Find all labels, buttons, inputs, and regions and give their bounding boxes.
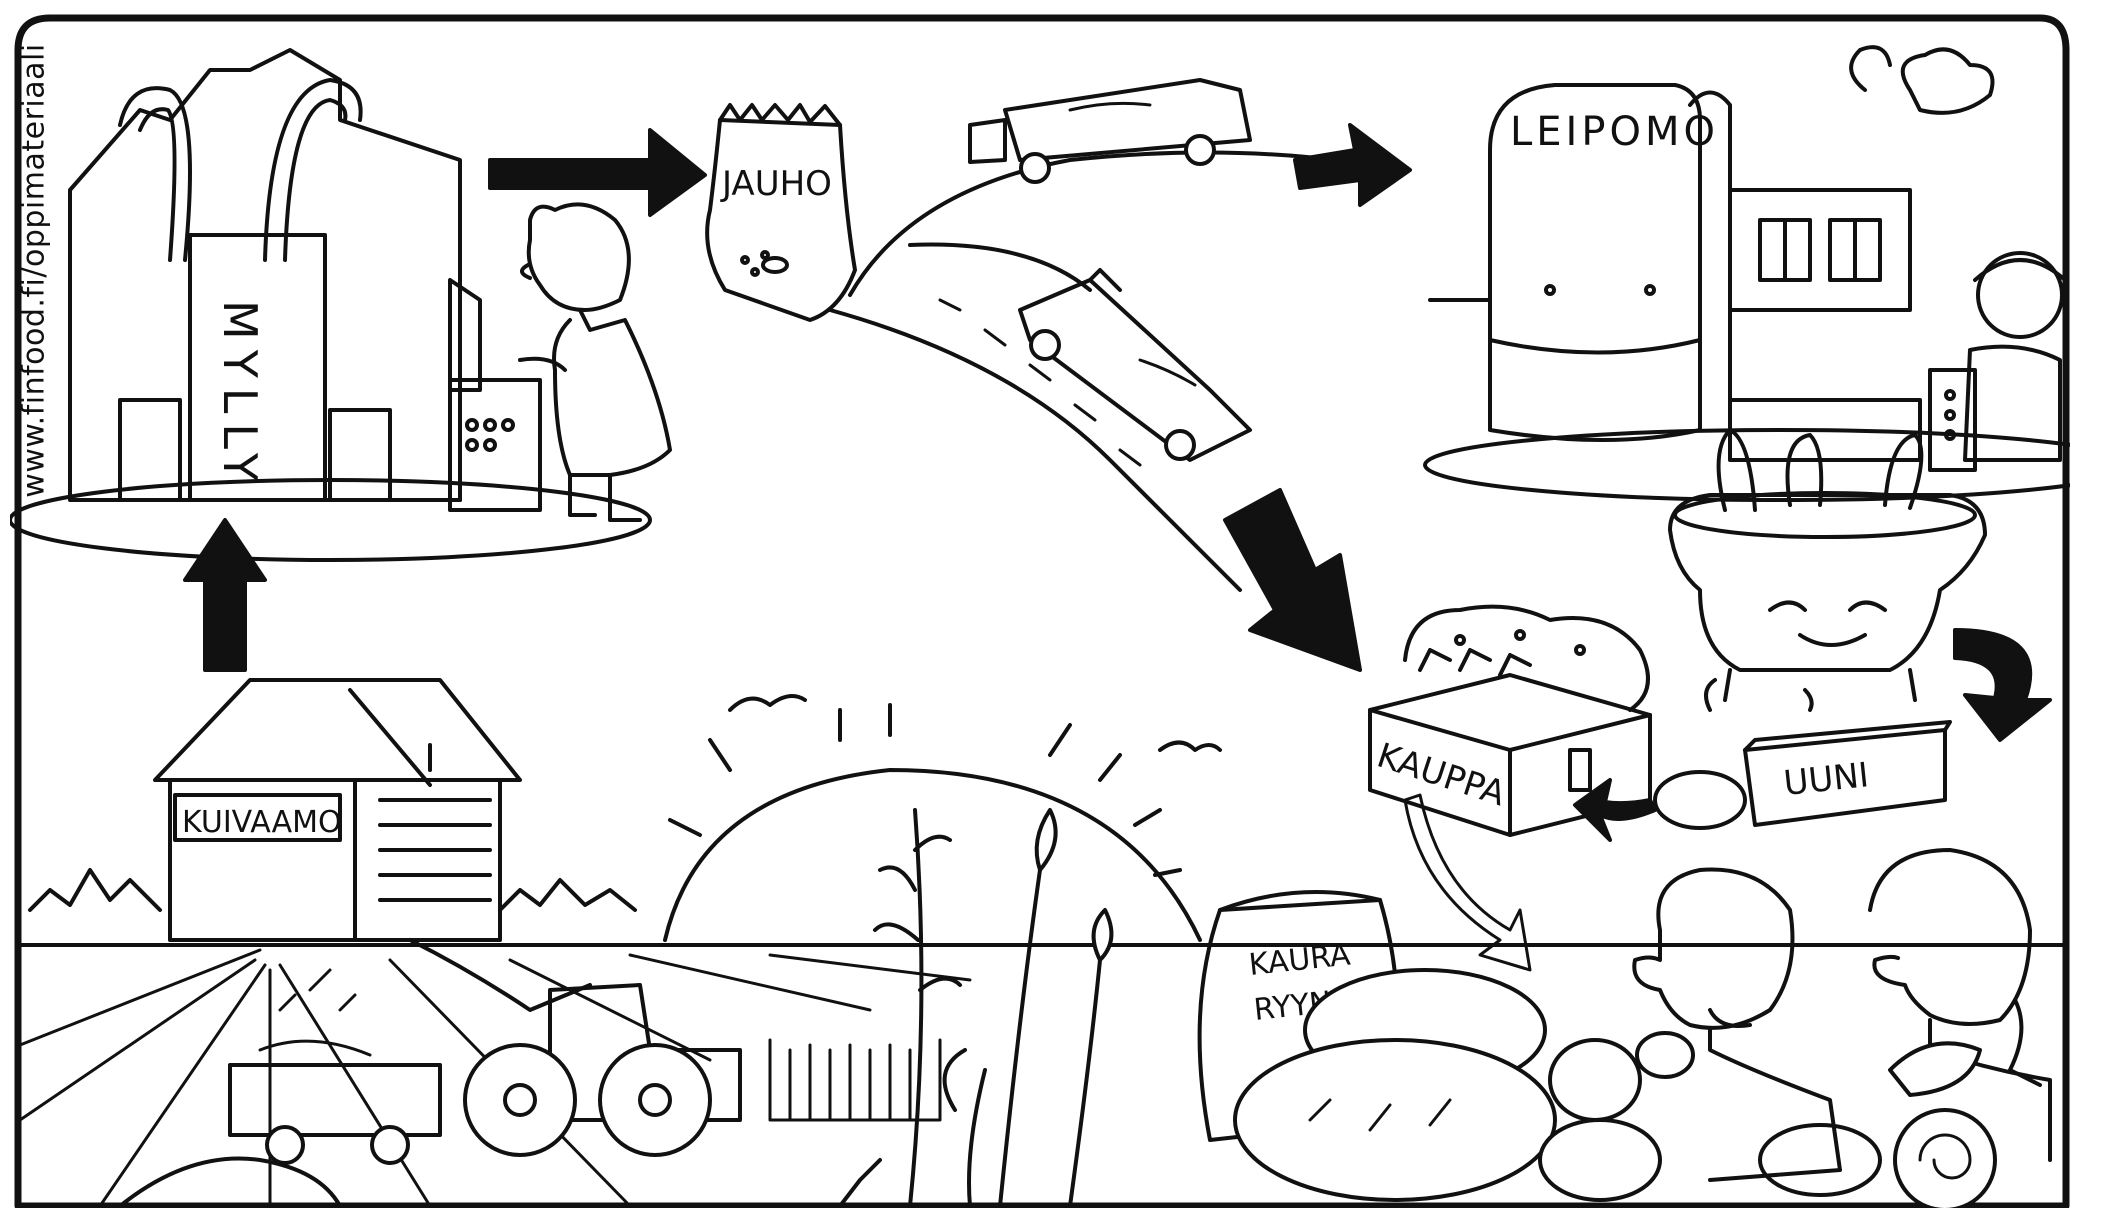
grain-stalks [838,808,1114,1208]
bakery-building-icon [1423,45,2070,502]
arrow-icon [1403,793,1532,972]
logo-emblem-icon [118,1156,342,1208]
road [828,308,1242,592]
arrow-icon [183,518,267,672]
dryer-barn-icon [153,678,522,942]
road-dashes [938,298,1142,467]
flour-bag-icon [705,103,857,322]
forest-silhouette [28,868,637,912]
dough-pot-icon [1668,428,1987,702]
mill-building-icon [10,48,652,562]
fence [768,1038,942,1122]
arrow-icon [1953,628,2052,742]
bun-icon [1653,770,1747,830]
shop-label: KAUPPA [1372,736,1510,815]
mill-label: MYLLY [213,300,267,491]
road [908,242,1092,292]
child-girl-figure [1868,848,2052,1162]
dryer-label: KUIVAAMO [182,805,342,840]
bakery-label: LEIPOMO [1510,109,1719,155]
mill-worker-figure [448,202,672,522]
credit-url: www.finfood.fi/oppimateriaali [12,20,56,520]
tractor-icon [228,938,742,1165]
credit-url-text: www.finfood.fi/oppimateriaali [16,42,52,498]
grain-to-bread-illustration: MYLLY JAUHO [10,14,2070,1208]
baker-figure [1928,251,2067,472]
border-frame [14,14,2070,1208]
flour-label: JAUHO [720,164,832,204]
oven-icon [1704,678,1952,827]
arrow-icon [1293,123,1412,207]
child-boy-figure [1632,867,1842,1182]
arrow-icon [488,128,707,217]
arrow-icon [1223,488,1362,672]
truck-icon [968,78,1252,184]
bread-loaves [1233,968,1997,1208]
road [848,150,1337,297]
truck-icon [1018,268,1252,462]
sun-icon [663,694,1222,942]
arrow-icon [1573,778,1657,842]
oven-label: UUNI [1782,755,1871,804]
